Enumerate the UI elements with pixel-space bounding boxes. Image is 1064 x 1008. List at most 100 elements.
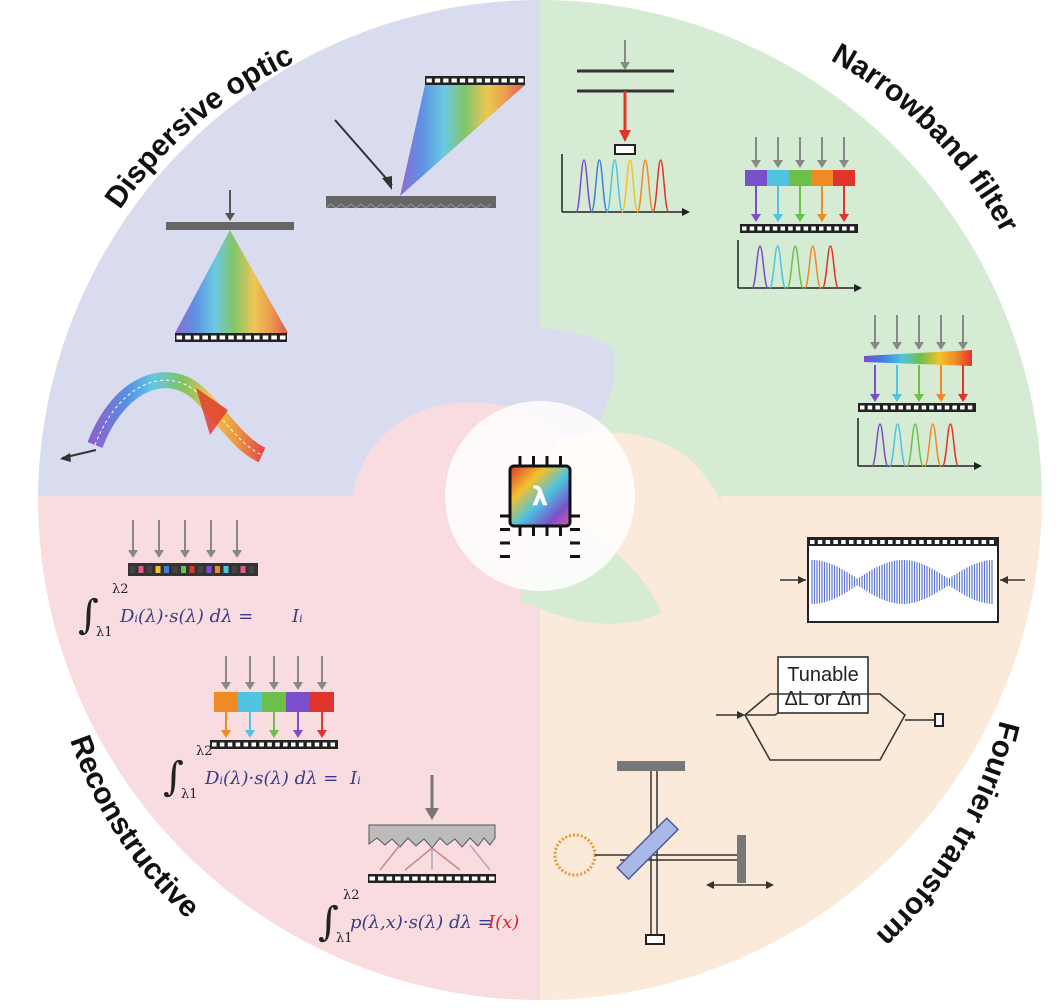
waveguide-array-illustration <box>60 372 266 463</box>
detector-pixel <box>245 335 252 340</box>
detector-pixel <box>176 335 183 340</box>
random-filter-pixel <box>240 566 246 573</box>
equation-2: ∫ λ1 λ2 Dᵢ(λ)·s(λ) dλ = Iᵢ <box>163 744 361 802</box>
detector-pixel <box>437 876 444 881</box>
detector-pixel <box>420 876 427 881</box>
random-filter-pixel <box>172 566 178 573</box>
detector-pixel <box>480 876 486 881</box>
spectral-peak <box>590 159 609 213</box>
detector-pixel <box>271 335 277 340</box>
narrowband-spectrum-plot-3 <box>857 418 982 470</box>
integral-sign-1: ∫ <box>78 592 99 638</box>
filter-element <box>767 170 789 186</box>
random-filter-pixel <box>189 566 195 573</box>
detector-pixel <box>488 876 495 881</box>
eq1-result: Iᵢ <box>291 606 303 627</box>
eq3-upper-limit: λ2 <box>343 888 360 903</box>
random-filter-pixel <box>164 566 169 573</box>
random-filter-pixel <box>249 566 254 573</box>
spectral-peak <box>651 159 670 213</box>
spectral-peak <box>871 423 889 467</box>
scattering-medium-illustration <box>368 775 496 883</box>
detector-pixel <box>429 876 435 881</box>
spectral-peak <box>768 245 787 289</box>
spectral-peak <box>605 159 624 213</box>
detector-pixel <box>386 876 393 881</box>
eq1-upper-limit: λ2 <box>112 582 129 597</box>
random-filter-pixel <box>138 566 144 573</box>
detector-pixel <box>434 78 441 83</box>
detector-pixel <box>459 78 466 83</box>
narrowband-spectrum-plot-2 <box>737 240 862 292</box>
spectral-peak <box>636 159 655 213</box>
detector-pixel <box>185 335 191 340</box>
filter-element <box>238 692 262 712</box>
detector-pixel <box>451 78 457 83</box>
detector-pixel <box>471 876 478 881</box>
spectral-peak <box>821 245 840 289</box>
random-filter-pixel <box>181 566 186 573</box>
spectral-peak <box>786 245 804 289</box>
detector-pixel <box>443 78 449 83</box>
equation-1: ∫ λ1 λ2 Dᵢ(λ)·s(λ) dλ = Iᵢ <box>78 582 303 640</box>
eq2-result: Iᵢ <box>349 768 361 789</box>
detector-pixel <box>468 78 474 83</box>
spectral-peak <box>621 159 639 213</box>
detector-pixel <box>369 876 376 881</box>
detector-pixel <box>279 335 286 340</box>
detector-pixels <box>426 78 524 83</box>
eq2-integrand: Dᵢ(λ)·s(λ) dλ = <box>204 768 338 789</box>
detector-pixel <box>493 78 499 83</box>
spectral-peak <box>906 423 924 467</box>
filter-element <box>214 692 238 712</box>
detector-pixel <box>219 335 226 340</box>
random-filter-array-illustration <box>128 520 258 576</box>
colour-filter-array-illustration <box>210 656 338 749</box>
standing-wave-illustration <box>780 537 1025 623</box>
tapered-filter-illustration <box>858 315 976 412</box>
detector-pixel <box>446 876 452 881</box>
detector-pixel <box>262 335 269 340</box>
eq1-integrand: Dᵢ(λ)·s(λ) dλ = <box>119 606 253 627</box>
filter-element <box>262 692 286 712</box>
eq3-integrand: p(λ,x)·s(λ) dλ = <box>350 912 493 933</box>
detector-pixel <box>403 876 410 881</box>
spectrometer-chip-icon: λ <box>500 456 580 558</box>
detector-pixel <box>509 78 516 83</box>
detector-pixel <box>501 78 507 83</box>
detector-pixel <box>210 335 217 340</box>
delta-label: ΔL or Δn <box>784 688 861 710</box>
mach-zehnder-illustration: Tunable ΔL or Δn <box>716 656 944 761</box>
random-filter-pixel <box>206 566 212 573</box>
transmission-grating-illustration <box>166 190 294 342</box>
detector-pixel <box>476 78 482 83</box>
filter-element <box>811 170 833 186</box>
spectral-peak <box>924 423 942 467</box>
detector-pixel <box>254 335 260 340</box>
detector-pixel <box>202 335 208 340</box>
detector-pixel <box>236 335 243 340</box>
detector-pixel <box>412 876 418 881</box>
detector-pixel <box>518 78 524 83</box>
random-filter-pixel <box>130 566 135 573</box>
filter-element <box>833 170 855 186</box>
eq3-lower-limit: λ1 <box>336 931 353 946</box>
eq2-lower-limit: λ1 <box>181 787 198 802</box>
random-filter-pixel <box>147 566 152 573</box>
filter-element <box>310 692 334 712</box>
fabry-perot-filter-illustration <box>577 40 674 155</box>
michelson-interferometer-illustration <box>553 761 774 945</box>
filter-element <box>745 170 767 186</box>
equation-3: ∫ λ1 λ2 p(λ,x)·s(λ) dλ = I(x) <box>318 888 519 946</box>
integral-sign-3: ∫ <box>318 899 339 945</box>
spectral-peak <box>941 423 960 467</box>
detector-pixel <box>454 876 461 881</box>
lambda-symbol: λ <box>532 482 548 512</box>
random-filter-pixel <box>155 566 161 573</box>
random-filter-pixel <box>198 566 203 573</box>
detector-pixel <box>463 876 469 881</box>
detector-pixel <box>426 78 432 83</box>
spectral-peak <box>888 423 907 467</box>
eq3-result: I(x) <box>487 912 519 933</box>
